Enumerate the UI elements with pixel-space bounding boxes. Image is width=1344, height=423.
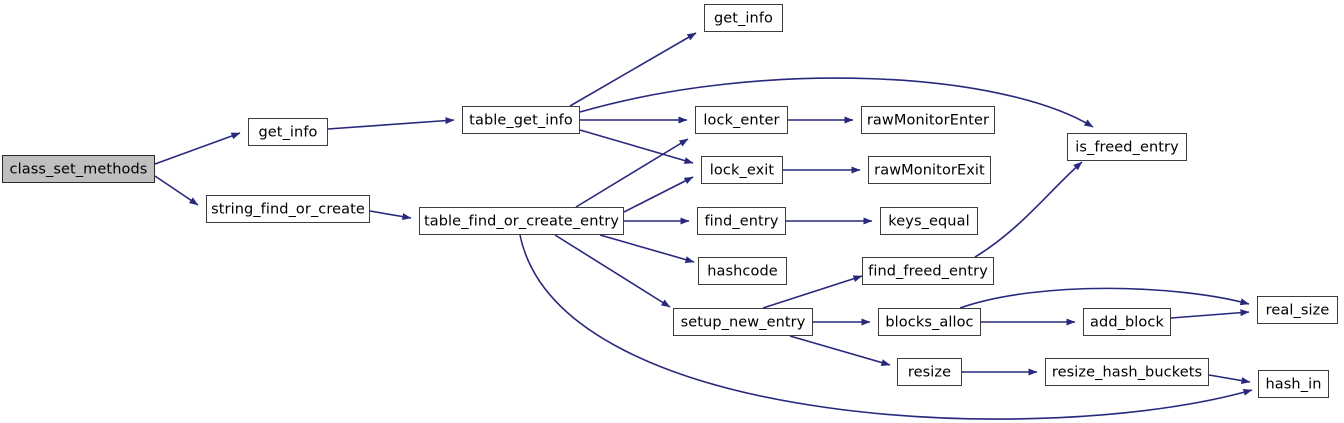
graph-node-label: find_freed_entry: [868, 263, 988, 280]
graph-node-label: resize: [907, 364, 952, 381]
graph-node-get_info_b[interactable]: get_info: [704, 4, 783, 32]
graph-node-label: lock_enter: [703, 112, 780, 129]
graph-node-label: blocks_alloc: [885, 314, 974, 331]
graph-node-add_block[interactable]: add_block: [1083, 308, 1171, 336]
graph-node-label: resize_hash_buckets: [1051, 364, 1203, 381]
graph-node-label: setup_new_entry: [680, 314, 806, 331]
graph-node-string_find_or_create[interactable]: string_find_or_create: [206, 195, 370, 223]
graph-node-resize_hash_buckets[interactable]: resize_hash_buckets: [1045, 358, 1209, 386]
graph-node-class_set_methods[interactable]: class_set_methods: [2, 155, 155, 183]
graph-node-blocks_alloc[interactable]: blocks_alloc: [878, 308, 981, 336]
graph-node-label: keys_equal: [888, 213, 970, 230]
graph-node-label: is_freed_entry: [1075, 139, 1179, 156]
graph-node-label: class_set_methods: [9, 161, 148, 178]
graph-node-is_freed_entry[interactable]: is_freed_entry: [1067, 133, 1187, 161]
graph-node-keys_equal[interactable]: keys_equal: [880, 207, 978, 235]
graph-node-rawMonitorEnter[interactable]: rawMonitorEnter: [861, 106, 995, 134]
graph-node-label: table_find_or_create_entry: [423, 213, 620, 230]
graph-node-find_freed_entry[interactable]: find_freed_entry: [862, 257, 994, 285]
graph-node-hash_in[interactable]: hash_in: [1258, 370, 1329, 398]
graph-node-label: string_find_or_create: [211, 201, 365, 218]
graph-node-label: get_info: [713, 10, 774, 27]
graph-node-label: real_size: [1265, 302, 1330, 319]
graph-node-hashcode[interactable]: hashcode: [698, 257, 787, 285]
graph-node-label: hashcode: [707, 263, 778, 280]
graph-node-table_get_info[interactable]: table_get_info: [462, 106, 580, 134]
graph-node-table_find_or_create_entry[interactable]: table_find_or_create_entry: [419, 207, 624, 235]
graph-node-label: rawMonitorExit: [874, 162, 985, 179]
graph-node-get_info_a[interactable]: get_info: [248, 118, 328, 146]
graph-node-label: get_info: [258, 124, 318, 141]
graph-node-label: lock_exit: [709, 162, 775, 179]
graph-node-label: add_block: [1090, 314, 1164, 331]
graph-node-lock_enter[interactable]: lock_enter: [695, 106, 788, 134]
graph-node-label: hash_in: [1265, 376, 1322, 393]
graph-node-label: table_get_info: [469, 112, 573, 129]
graph-node-resize[interactable]: resize: [897, 358, 962, 386]
graph-node-rawMonitorExit[interactable]: rawMonitorExit: [868, 156, 991, 184]
graph-node-label: find_entry: [704, 213, 779, 230]
graph-node-lock_exit[interactable]: lock_exit: [701, 156, 783, 184]
graph-node-real_size[interactable]: real_size: [1257, 296, 1338, 324]
graph-node-find_entry[interactable]: find_entry: [697, 207, 786, 235]
graph-node-setup_new_entry[interactable]: setup_new_entry: [673, 308, 813, 336]
graph-node-label: rawMonitorEnter: [866, 112, 990, 129]
